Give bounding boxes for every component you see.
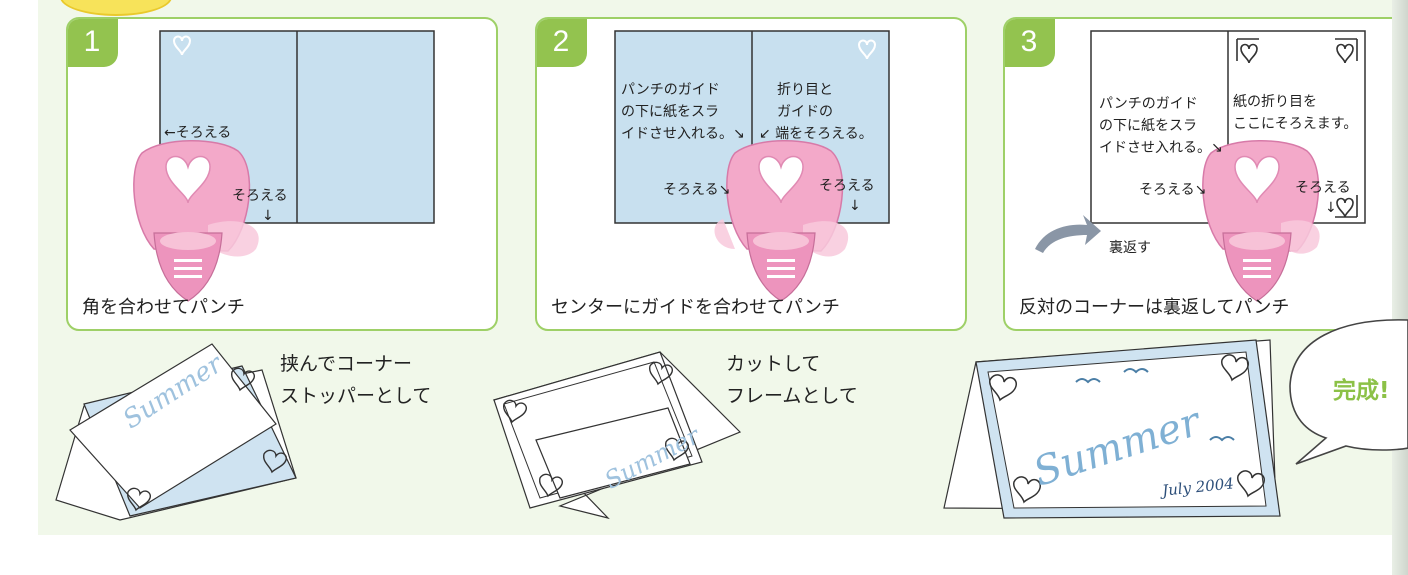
corner-punch-icon [133, 140, 259, 302]
align-left-note: そろえる↘ [1139, 182, 1207, 198]
step-number: 3 [1005, 19, 1055, 67]
speech-bubble [1289, 319, 1408, 465]
step-3-caption: 反対のコーナーは裏返してパンチ [1019, 297, 1290, 318]
step-2-panel: 2 パンチのガイド の下に紙をスラ イドさせ入れる。↘ 折り目と ガイドの ↙ … [535, 17, 967, 331]
corner-stopper-card [55, 343, 297, 521]
note-line: ガイドの [777, 104, 833, 120]
step-1-caption: 角を合わせてパンチ [82, 297, 245, 318]
fold-here-note: 紙の折り目を ここにそろえます。 [1233, 91, 1357, 135]
label-line: ストッパーとして [280, 385, 432, 407]
note-line: パンチのガイド [1099, 96, 1198, 112]
note-line: ここにそろえます。 [1233, 116, 1358, 132]
note-line: ↙ 端をそろえる。 [759, 126, 873, 142]
step-3-panel: 3 パンチのガイド の下に紙をスラ イドさせ入れる。↘ 紙の折り目を ここにそろ… [1003, 17, 1392, 331]
note-line: 紙の折り目を [1233, 94, 1317, 110]
arrow-down-note: ↓ [1325, 200, 1337, 216]
complete-label: 完成! [1333, 378, 1390, 404]
frame-card [492, 351, 742, 520]
guide-slide-note: パンチのガイド の下に紙をスラ イドさせ入れる。↘ [621, 79, 745, 145]
arrow-down-note: ↓ [262, 208, 274, 224]
corner-heart-icon [1236, 38, 1358, 218]
flip-note: 裏返す [1109, 240, 1151, 256]
note-line: の下に紙をスラ [1099, 118, 1197, 134]
corner-stopper-label: 挟んでコーナー ストッパーとして [280, 348, 431, 412]
align-bottom-note: そろえる [232, 188, 288, 204]
fold-align-note: 折り目と ガイドの ↙ 端をそろえる。 [759, 79, 873, 145]
corner-punch-icon [1202, 140, 1320, 302]
label-line: 挟んでコーナー [280, 353, 413, 375]
note-line: パンチのガイド [621, 82, 720, 98]
flip-arrow-icon [1035, 215, 1101, 253]
frame-label: カットして フレームとして [726, 348, 858, 412]
note-line: 折り目と [777, 82, 833, 98]
heart-icon [857, 39, 877, 60]
label-line: フレームとして [726, 385, 858, 407]
heart-icon [172, 35, 192, 56]
align-right-note: そろえる [1295, 180, 1351, 196]
step-number: 1 [68, 19, 118, 67]
step-number: 2 [537, 19, 587, 67]
step-1-panel: 1 ←そろえる そろえる ↓ 角を合わせてパンチ [66, 17, 498, 331]
step-3-illustration [1035, 30, 1366, 302]
note-line: イドさせ入れる。↘ [621, 126, 745, 142]
align-left-note: そろえる↘ [663, 182, 731, 198]
note-line: の下に紙をスラ [621, 104, 719, 120]
bird-icon [1075, 368, 1235, 442]
finished-card [943, 339, 1281, 519]
arrow-down-note: ↓ [849, 198, 861, 214]
step-2-caption: センターにガイドを合わせてパンチ [551, 297, 840, 318]
label-line: カットして [726, 353, 821, 375]
guide-slide-note: パンチのガイド の下に紙をスラ イドさせ入れる。↘ [1099, 93, 1223, 159]
align-left-note: ←そろえる [164, 125, 232, 141]
step-1-illustration [133, 30, 435, 302]
align-right-note: そろえる [819, 178, 875, 194]
step-2-illustration [614, 30, 890, 302]
corner-punch-icon [714, 140, 849, 302]
note-line: イドさせ入れる。↘ [1099, 140, 1223, 156]
